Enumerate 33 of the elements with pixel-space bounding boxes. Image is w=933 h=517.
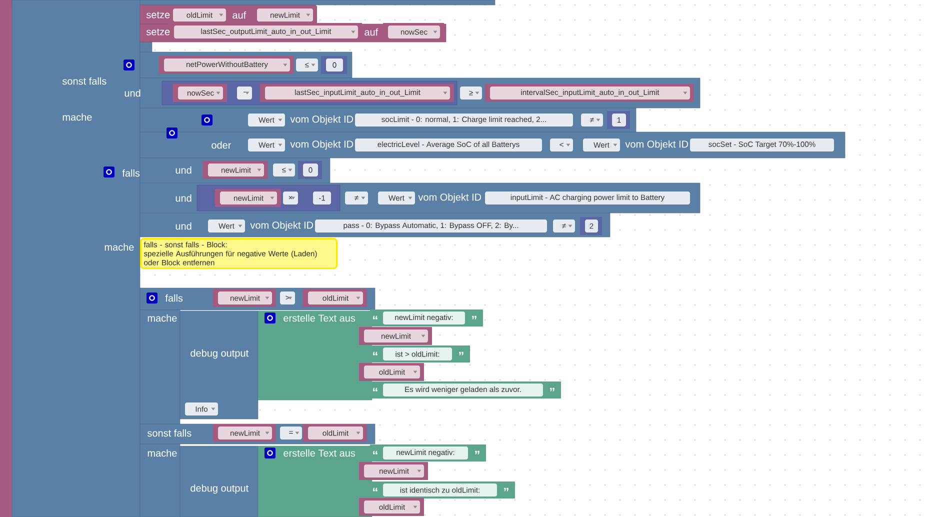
block-label: und [176,194,192,202]
block-label: und [124,89,140,97]
block-label: mache [62,113,92,121]
block-label: sonst falls [147,429,192,437]
block-label: vom Objekt ID [250,221,314,231]
block-label: vom Objekt ID [290,115,354,125]
block-label: mache [148,449,177,457]
block-label: sonst falls [62,77,106,85]
quote-mark: “ [373,450,378,454]
block-label: und [176,222,192,230]
block-label: oder [212,141,232,149]
block-label: falls [165,294,183,302]
block-label: erstelle Text aus [284,449,356,457]
block-label: setze [146,28,170,36]
quote-mark: “ [373,388,378,392]
quote-mark: ” [475,450,480,454]
block-label: auf [364,28,378,36]
quote-mark: “ [373,352,378,356]
quote-mark: ” [472,316,476,320]
block-label: auf [232,11,246,19]
block-label: falls [122,169,140,177]
block-label: debug output [190,349,248,359]
block-label: vom Objekt ID [418,193,482,203]
block-label: vom Objekt ID [625,140,688,150]
block-label: und [176,166,192,174]
block-label: vom Objekt ID [290,140,354,150]
block-label: setze [146,12,170,18]
quote-mark: “ [373,488,378,492]
block-label: mache [148,314,177,322]
quote-mark: ” [459,352,464,356]
block-label: erstelle Text aus [284,314,356,322]
quote-mark: “ [373,316,378,320]
block-label: debug output [190,484,248,494]
